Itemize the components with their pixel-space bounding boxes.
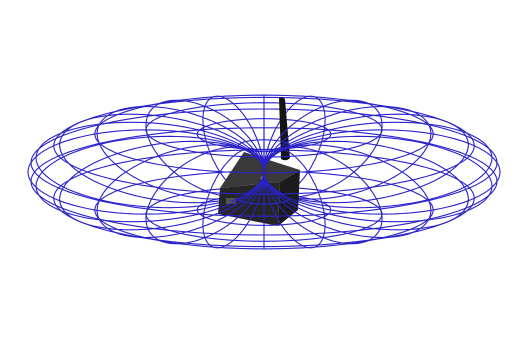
wireframe-meridian <box>35 135 265 223</box>
wireframe-parallel <box>58 96 472 138</box>
wireframe-meridian <box>263 129 501 204</box>
wireframe-parallel <box>196 210 332 226</box>
wireframe-meridian <box>270 105 432 200</box>
wireframe-meridian <box>27 129 265 204</box>
wireframe-meridian <box>263 144 432 239</box>
wireframe-parallel <box>312 122 332 135</box>
wireframe-parallel <box>53 196 475 248</box>
wireframe-parallel <box>32 108 497 159</box>
wireframe-parallel <box>30 155 498 217</box>
wireframe-parallel <box>372 118 383 130</box>
wireframe-parallel <box>237 197 291 205</box>
wireframe-parallel <box>94 209 434 250</box>
wireframe-meridian <box>96 144 265 239</box>
wireframe-parallel <box>53 149 475 199</box>
wireframe-parallel <box>94 121 434 174</box>
wireframe-parallel <box>217 118 313 124</box>
wireframe-meridian <box>66 200 232 215</box>
wireframe-parallel <box>196 122 332 150</box>
wireframe-parallel <box>102 94 428 125</box>
wireframe-meridian <box>263 171 282 194</box>
wireframe-parallel <box>426 123 434 135</box>
wireframe-meridian <box>281 125 493 209</box>
wireframe-meridian <box>296 200 462 215</box>
wireframe-meridian <box>35 125 247 209</box>
wireframe-parallel <box>237 139 291 153</box>
wireframe-parallel <box>470 136 475 146</box>
wireframe-parallel <box>260 180 268 183</box>
toroid-wireframe-front <box>27 117 501 250</box>
wireframe-meridian <box>59 113 253 204</box>
wireframe-meridian <box>96 105 258 200</box>
wireframe-meridian <box>275 113 469 204</box>
wireframe-parallel <box>157 102 373 120</box>
wireframe-meridian <box>172 117 265 173</box>
toroid-wireframe-back <box>31 94 498 217</box>
device-body-top <box>220 152 300 188</box>
wireframe-meridian <box>263 135 493 223</box>
wireframe-parallel <box>495 157 498 163</box>
wireframe-parallel <box>145 215 382 242</box>
wireframe-parallel <box>53 134 475 195</box>
wireframe-parallel <box>30 176 498 236</box>
wireframe-meridian <box>268 99 383 198</box>
wireframe-parallel <box>260 161 268 164</box>
wireframe-parallel <box>31 127 498 180</box>
wireframe-parallel <box>145 117 383 158</box>
